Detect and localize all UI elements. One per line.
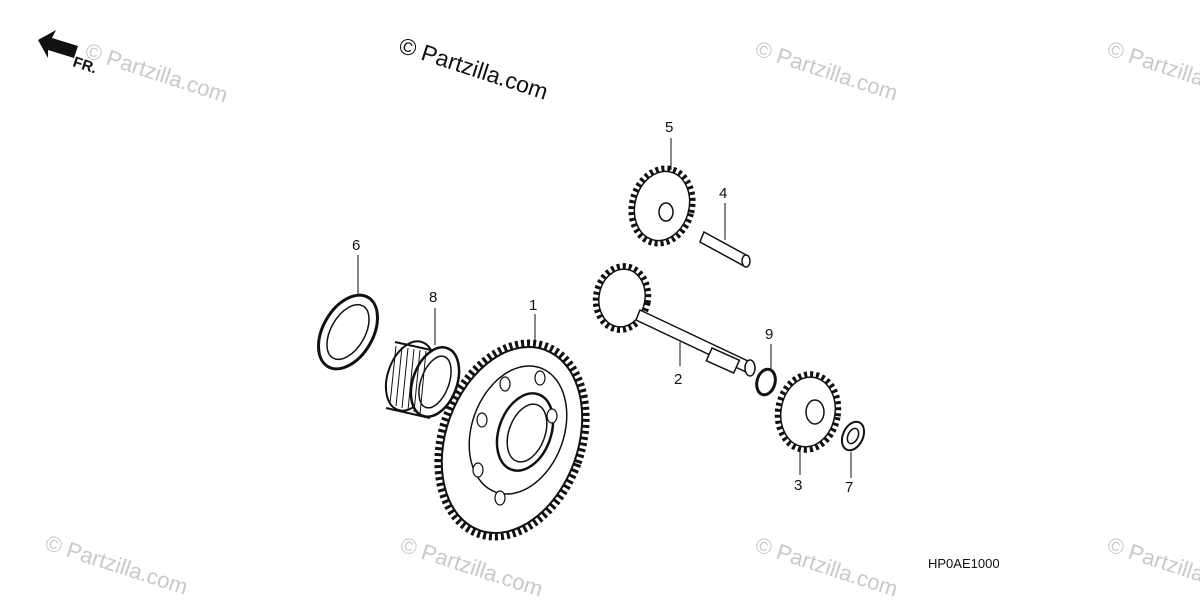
front-label: FR. [71,54,99,78]
part-9-circlip: 9 [755,326,777,397]
callout-8: 8 [429,289,437,306]
figure-code: HP0AE1000 [928,556,1000,571]
part-4-pin: 4 [699,185,751,268]
part-8-bearing: 8 [384,289,461,419]
callout-5: 5 [665,119,673,136]
callout-4: 4 [719,185,727,202]
callout-3: 3 [794,477,802,494]
part-7-washer: 7 [840,420,866,496]
callout-2: 2 [674,371,682,388]
callout-9: 9 [765,326,773,343]
part-6-washer: 6 [317,237,379,371]
part-3-gear: 3 [774,371,842,494]
part-5-gear: 5 [628,119,696,247]
part-2-shaft: 2 [592,263,756,388]
front-arrow-icon: FR. [38,30,99,77]
callout-6: 6 [352,237,360,254]
callout-7: 7 [845,479,853,496]
callout-1: 1 [529,297,537,314]
part-1-driven-gear: 1 [434,297,590,541]
